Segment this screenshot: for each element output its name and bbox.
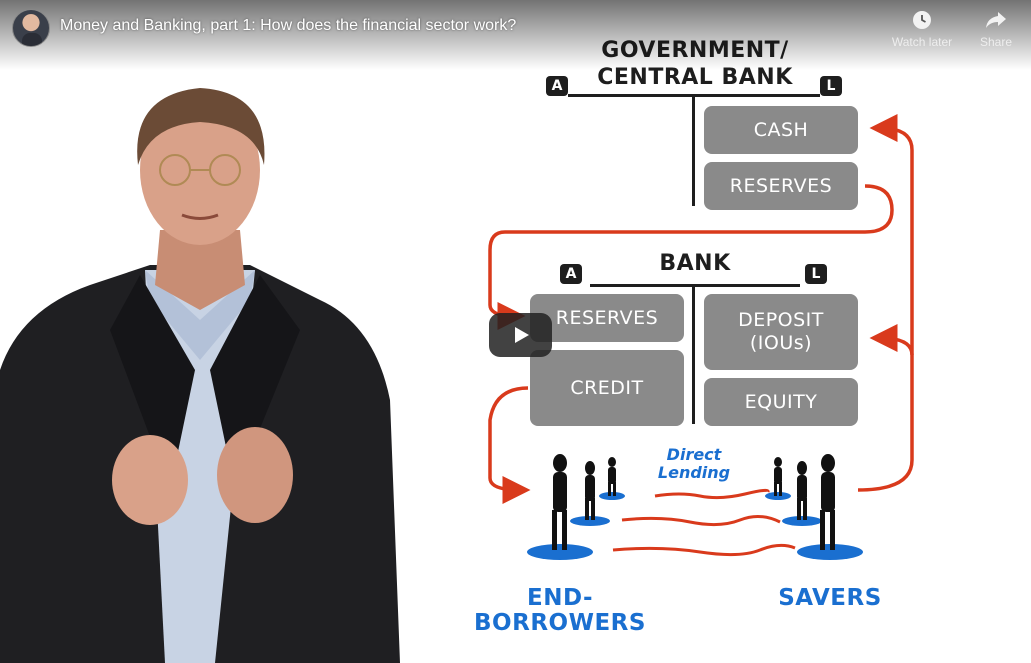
bank-credit-label: CREDIT (570, 376, 644, 399)
gov-reserves-label: RESERVES (729, 174, 833, 197)
watch-later-label: Watch later (891, 35, 953, 49)
savers-label: SAVERS (778, 585, 882, 611)
direct-lending-label: Direct Lending (657, 445, 731, 482)
bank-equity-label: EQUITY (744, 390, 818, 413)
share-label: Share (979, 35, 1013, 49)
bank-deposit-label: DEPOSIT (IOUs) (738, 309, 824, 354)
top-overlay-bar (0, 0, 1031, 70)
watch-later-button[interactable]: Watch later (884, 10, 960, 49)
play-button[interactable] (489, 313, 552, 357)
bank-credit-box: CREDIT (530, 350, 684, 426)
gov-reserves-box: RESERVES (704, 162, 858, 210)
bank-equity-box: EQUITY (704, 378, 858, 426)
share-arrow-icon (986, 12, 1006, 28)
play-icon (515, 327, 529, 343)
share-button[interactable]: Share (958, 10, 1031, 49)
bank-assets-badge: A (560, 264, 582, 284)
bank-reserves-box: RESERVES (530, 294, 684, 342)
government-assets-badge: A (546, 76, 568, 96)
bank-reserves-label: RESERVES (555, 306, 659, 329)
bank-title: BANK (659, 251, 731, 276)
gov-cash-box: CASH (704, 106, 858, 154)
clock-icon (913, 11, 931, 29)
video-title[interactable]: Money and Banking, part 1: How does the … (60, 17, 517, 34)
gov-cash-label: CASH (753, 118, 809, 141)
bank-deposit-box: DEPOSIT (IOUs) (704, 294, 858, 370)
bank-liabilities-badge: L (805, 264, 827, 284)
presenter-figure (0, 88, 400, 663)
government-liabilities-badge: L (820, 76, 842, 96)
channel-avatar[interactable] (12, 9, 50, 47)
end-borrowers-label: END- BORROWERS (474, 585, 646, 636)
